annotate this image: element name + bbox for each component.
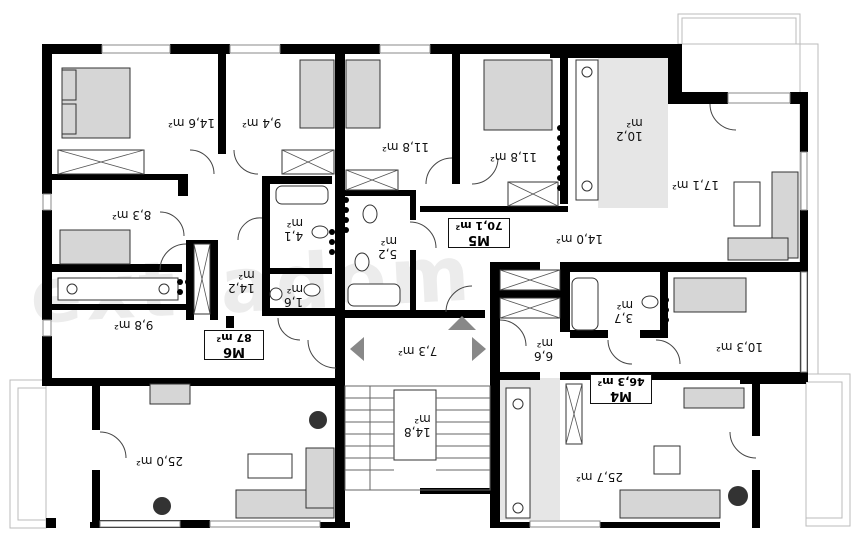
apartment-tag: M4 46,3 m²	[590, 374, 652, 404]
room-area-label: 25,0 m²	[136, 454, 184, 468]
room-area-label: 11,8 m²	[382, 140, 430, 154]
room-area-label: 10,3 m²	[716, 340, 764, 354]
room-area-label: 17,1 m²	[672, 178, 720, 192]
room-area-label: 11,8 m²	[490, 150, 538, 164]
room-area-label: 25,7 m²	[576, 470, 624, 484]
room-area-label: 9,4 m²	[242, 116, 282, 130]
apartment-tag: M6 87 m²	[204, 330, 264, 360]
room-area-label: 14,6 m²	[168, 116, 216, 130]
room-area-label: 7,3 m²	[398, 344, 438, 358]
room-area-label: 9,8 m²	[114, 318, 154, 332]
apartment-tag: M5 70,1 m²	[448, 218, 510, 248]
room-area-label: 14,0 m²	[556, 232, 604, 246]
room-area-label: 8,3 m²	[112, 208, 152, 222]
